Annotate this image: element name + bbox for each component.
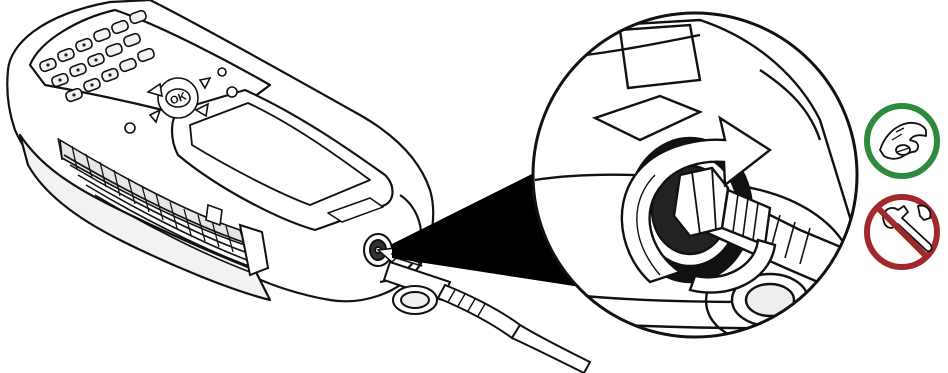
hand-tighten-icon bbox=[867, 106, 937, 176]
magnified-view bbox=[530, 13, 860, 340]
no-wrench-icon bbox=[867, 197, 937, 267]
